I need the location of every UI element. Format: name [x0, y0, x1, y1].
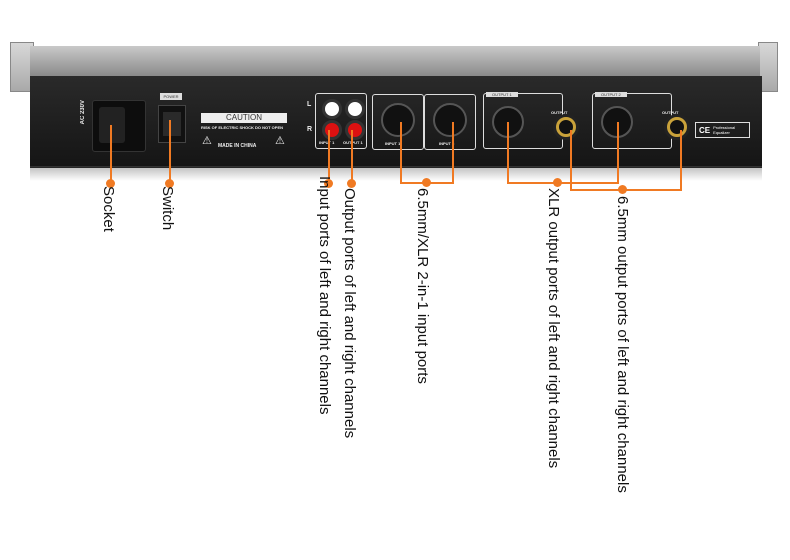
rca-input-leader — [328, 130, 330, 183]
jack-out-leader-2 — [680, 130, 682, 191]
xlr-out-bracket — [507, 182, 619, 184]
combo-input-1[interactable] — [381, 103, 415, 137]
combo-input-annotation: 6.5mm/XLR 2-in-1 input ports — [414, 188, 431, 384]
switch-leader — [169, 120, 171, 183]
socket-annotation: Socket — [100, 186, 117, 232]
rca-output-dot — [347, 179, 356, 188]
socket-leader — [110, 125, 112, 183]
chassis-shadow — [30, 167, 762, 181]
ce-mark: CE — [699, 125, 711, 135]
xlr-out-leader-1 — [507, 122, 509, 184]
combo-input-1-label: INPUT 1 — [385, 141, 401, 146]
xlr-output-annotation: XLR output ports of left and right chann… — [545, 188, 562, 469]
jack-output-1[interactable] — [556, 117, 576, 137]
socket-dot — [106, 179, 115, 188]
power-label: POWER — [160, 93, 182, 100]
jack-out-dot — [618, 185, 627, 194]
output-1-panel: OUTPUT 1 — [483, 92, 563, 149]
power-switch[interactable] — [158, 105, 186, 143]
rca-panel: INPUT 1 OUTPUT 1 — [315, 93, 367, 149]
jack-out-leader-1 — [570, 130, 572, 191]
combo-input-2-panel: INPUT 2 — [424, 94, 476, 150]
ce-badge: CE Professional Equalizer — [695, 122, 750, 138]
switch-dot — [165, 179, 174, 188]
combo-input-2-label: INPUT 2 — [439, 141, 455, 146]
output-1-label: OUTPUT 1 — [486, 92, 518, 97]
combo-input-1-panel: INPUT 1 — [372, 94, 424, 150]
jack-output-1-label: OUTPUT — [551, 110, 568, 115]
caution-subtext: RISK OF ELECTRIC SHOCK DO NOT OPEN — [201, 125, 284, 130]
rca-input-dot — [324, 179, 333, 188]
rca-input-right[interactable] — [322, 120, 342, 140]
jack-output-annotation: 6.5mm output ports of left and right cha… — [614, 196, 631, 493]
badge-text: Professional Equalizer — [713, 125, 736, 135]
jack-output-2-label: OUTPUT — [662, 110, 679, 115]
rca-right-label: R — [307, 126, 313, 133]
rca-input-annotation: Input ports of left and right channels — [316, 176, 333, 415]
output-2-label: OUTPUT 2 — [595, 92, 627, 97]
warning-icon-left: ⚠ — [202, 135, 212, 147]
rca-output-annotation: Output ports of left and right channels — [341, 188, 358, 439]
rca-output-leader — [351, 130, 353, 183]
chassis-top — [30, 46, 760, 76]
rca-input-left[interactable] — [322, 99, 342, 119]
switch-annotation: Switch — [159, 186, 176, 231]
rca-left-label: L — [307, 101, 312, 108]
rca-output-right[interactable] — [345, 120, 365, 140]
combo-input-2[interactable] — [433, 103, 467, 137]
combo-leader-1 — [400, 122, 402, 183]
jack-output-2[interactable] — [667, 117, 687, 137]
power-socket[interactable] — [92, 100, 146, 152]
combo-leader-2 — [452, 122, 454, 183]
xlr-out-leader-2 — [617, 122, 619, 184]
combo-dot — [422, 178, 431, 187]
xlr-out-dot — [553, 178, 562, 187]
voltage-label: AC 230V — [80, 100, 86, 125]
made-in-label: MADE IN CHINA — [218, 143, 257, 149]
rca-input-label: INPUT 1 — [319, 140, 335, 145]
rca-output-left[interactable] — [345, 99, 365, 119]
output-2-panel: OUTPUT 2 — [592, 92, 672, 149]
warning-icon-right: ⚠ — [275, 135, 285, 147]
caution-label: CAUTION — [201, 113, 287, 123]
